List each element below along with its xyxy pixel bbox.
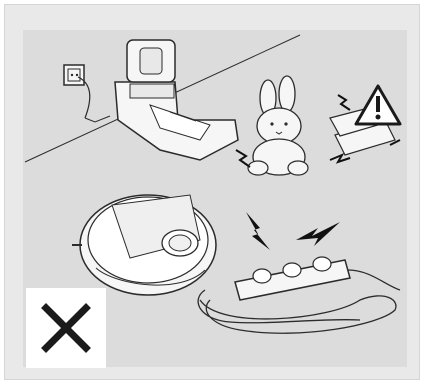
charging-dock-icon bbox=[115, 40, 238, 160]
plush-toy-icon bbox=[236, 76, 308, 175]
prohibited-badge bbox=[26, 288, 106, 368]
warning-triangle-icon bbox=[330, 86, 400, 162]
wall-outlet-icon bbox=[64, 65, 110, 122]
power-strip-cable-icon bbox=[198, 212, 400, 333]
robot-vacuum-icon bbox=[72, 195, 216, 295]
prohibited-x-icon bbox=[26, 288, 106, 368]
